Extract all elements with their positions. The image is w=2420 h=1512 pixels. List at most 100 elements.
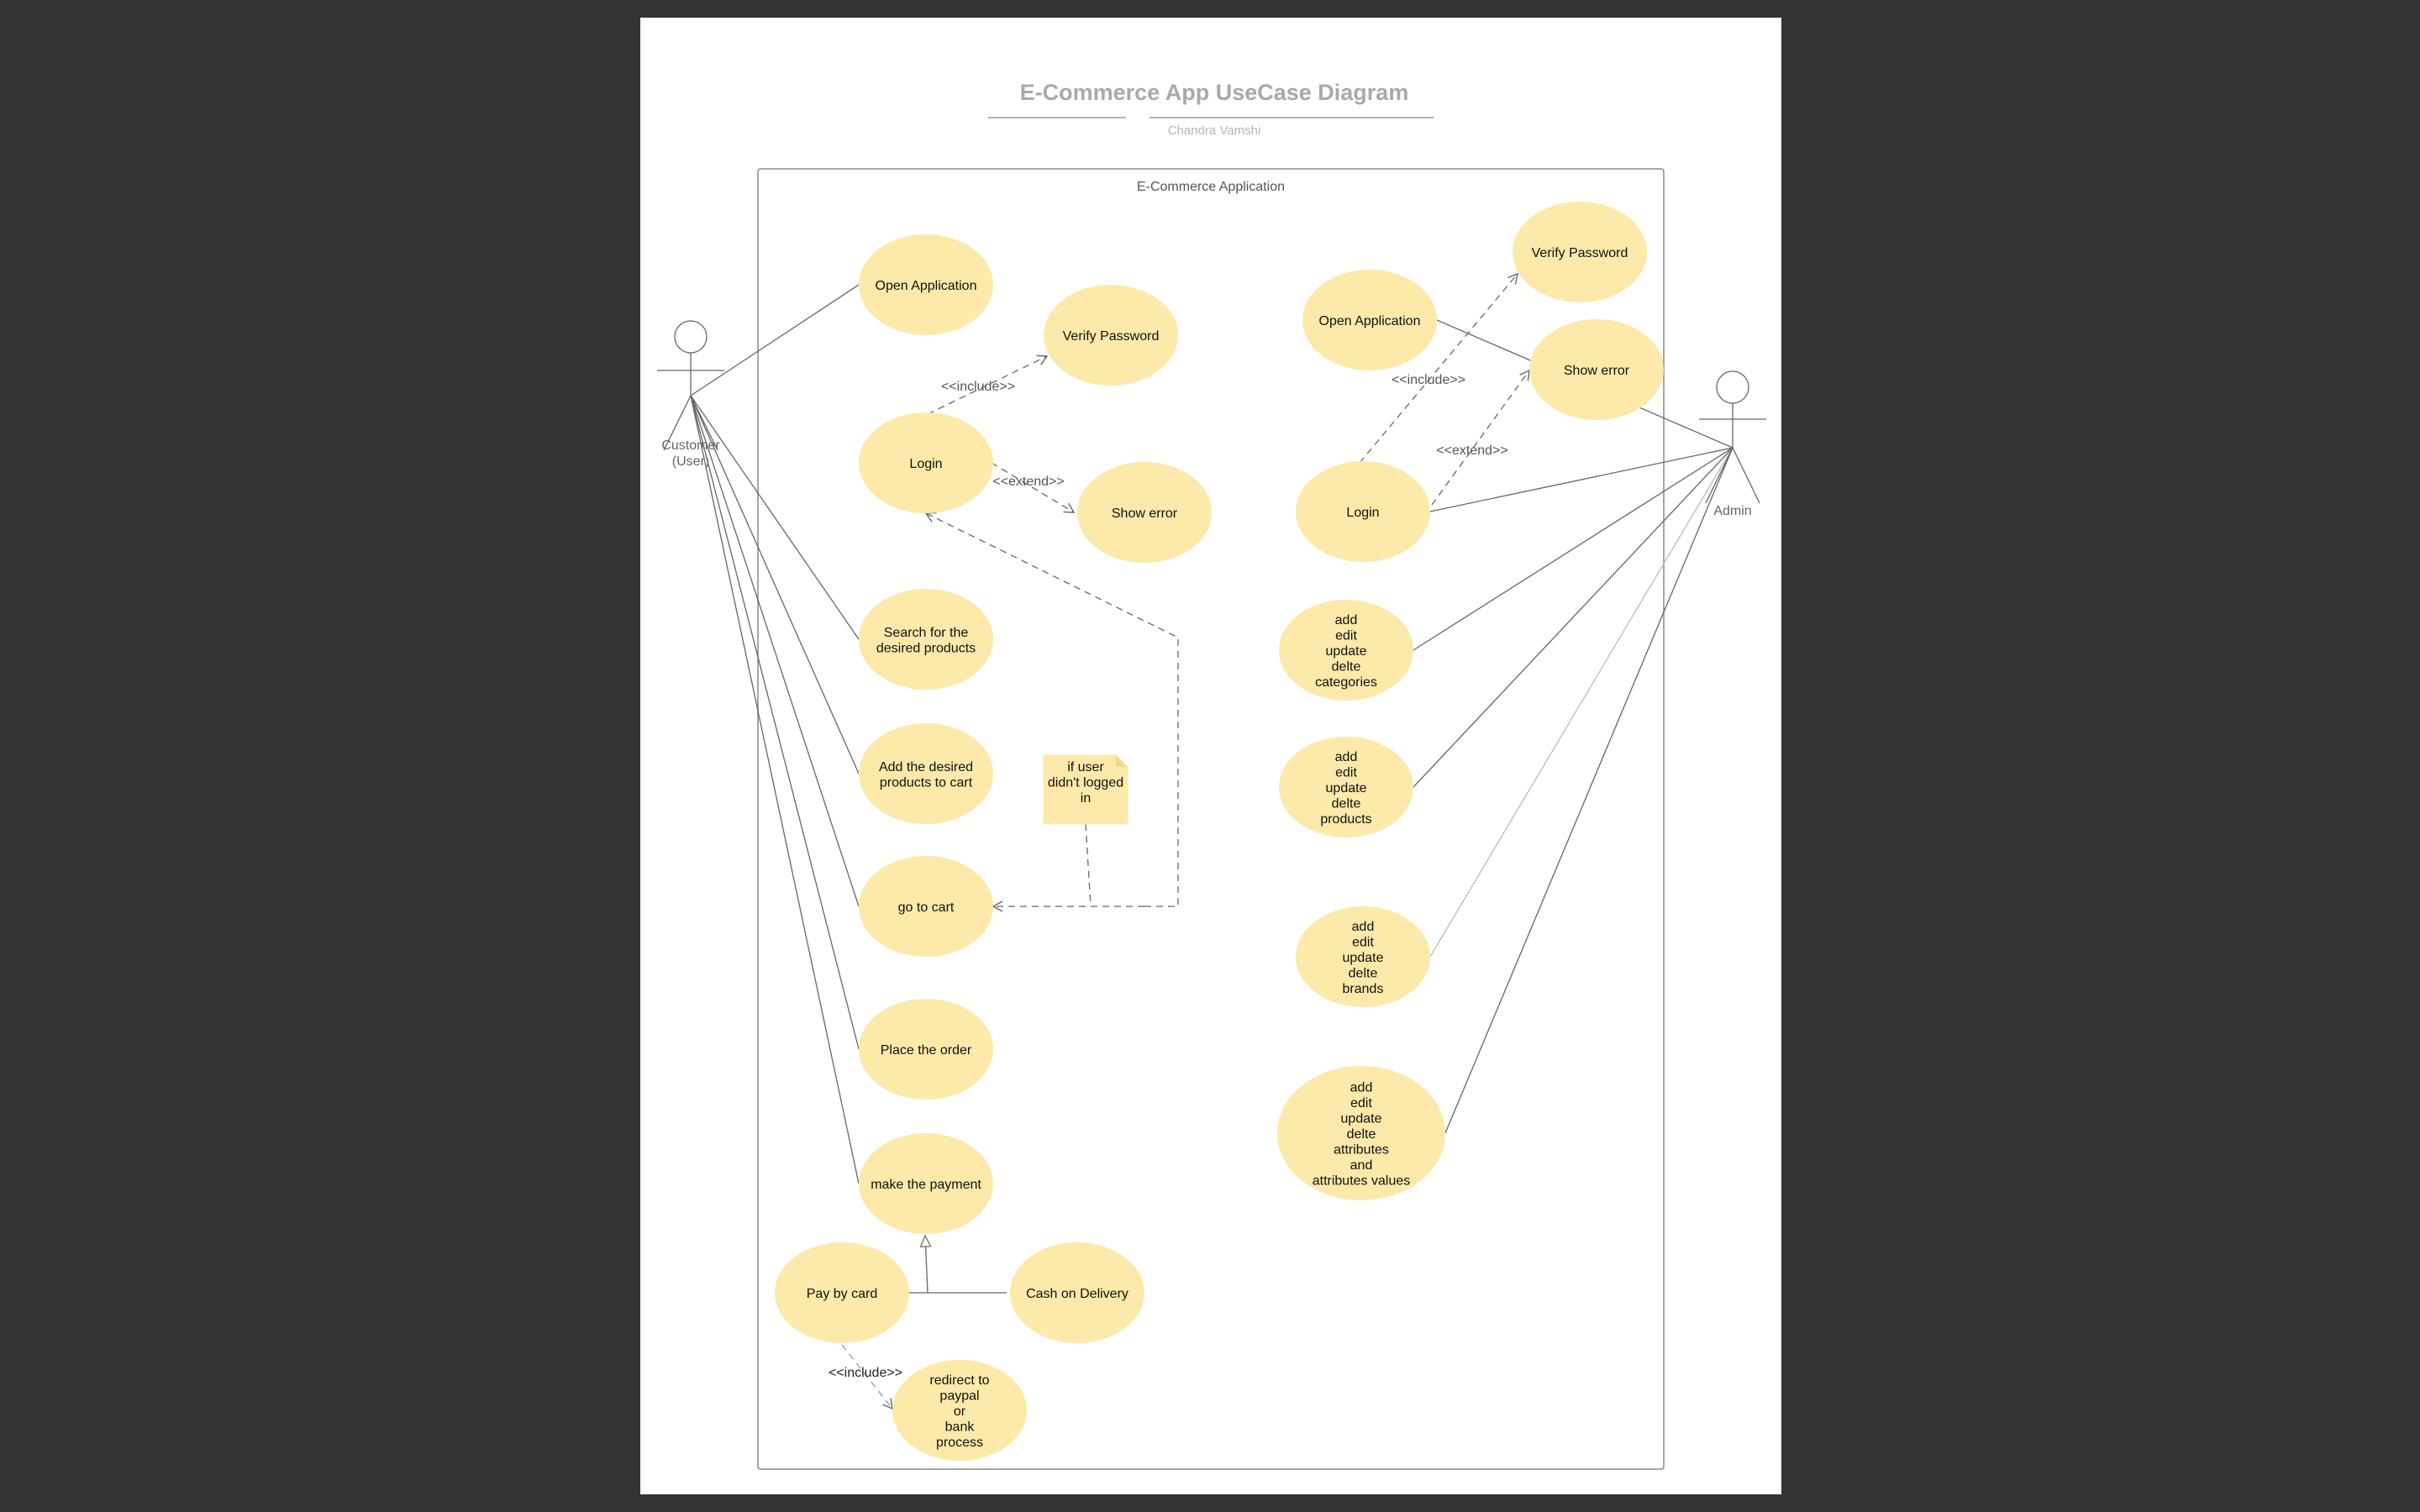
assoc-customer-search [690, 395, 860, 640]
usecase-label-line: products to cart [880, 775, 973, 790]
usecase-label-line: Show error [1112, 507, 1178, 521]
usecase-ellipse [859, 999, 993, 1100]
usecase-label-line: bank [945, 1420, 976, 1435]
usecase-c-card: Pay by card [775, 1242, 909, 1343]
assoc-customer-addcart [690, 395, 860, 774]
usecase-label-line: go to cart [898, 900, 955, 915]
usecase-label-line: make the payment [871, 1178, 981, 1192]
usecase-label-line: paypal [939, 1389, 979, 1404]
usecase-a-open: Open Application [1302, 270, 1437, 370]
usecase-label-line: Pay by card [807, 1287, 877, 1301]
label-include-admin: <<include>> [1392, 373, 1465, 387]
usecase-label-line: add [1350, 1081, 1373, 1095]
usecase-c-pay: make the payment [859, 1133, 993, 1234]
label-include-customer: <<include>> [941, 380, 1015, 394]
note-line: if user [1067, 760, 1104, 774]
assoc-admin-attributes [1444, 447, 1733, 1134]
usecase-label-line: categories [1315, 675, 1377, 690]
payment-generalization [908, 1234, 1007, 1294]
actor-head [674, 320, 708, 354]
usecase-label-line: delte [1332, 797, 1361, 811]
admin-associations [1413, 319, 1733, 1134]
usecase-label-line: delte [1332, 660, 1361, 675]
usecase-label-line: Add the desired [879, 760, 973, 774]
usecase-c-login: Login [859, 412, 993, 513]
extend-admin-login-error [1431, 369, 1530, 506]
usecase-c-open: Open Application [859, 234, 993, 335]
usecase-label-line: edit [1335, 766, 1357, 780]
usecase-label-line: or [954, 1404, 966, 1419]
usecase-c-verify: Verify Password [1044, 285, 1178, 386]
usecase-ellipse [859, 1133, 993, 1234]
usecase-ellipse [859, 589, 993, 690]
admin-actor-name: Admin [1713, 504, 1751, 518]
usecase-ellipse [1044, 285, 1178, 386]
usecase-label-line: update [1341, 1112, 1382, 1126]
usecase-a-attr: addeditupdatedelteattributesandattribute… [1277, 1066, 1445, 1200]
extend-login-error [991, 462, 1076, 513]
assoc-customer-order [690, 395, 860, 1050]
usecase-label-line: Login [909, 457, 942, 471]
actor-leg-right [1732, 447, 1760, 504]
gocart-to-login [924, 512, 1179, 907]
system-boundary [757, 168, 1665, 1470]
assoc-admin-categories [1413, 447, 1733, 651]
usecase-label-line: update [1326, 644, 1367, 659]
usecase-diagram: E-Commerce App UseCase Diagram Chandra V… [657, 80, 1766, 1470]
usecase-ellipse [1279, 600, 1413, 701]
usecase-label-line: brands [1343, 982, 1384, 996]
usecase-label-line: and [1350, 1158, 1373, 1173]
usecase-ellipse [859, 412, 993, 513]
assoc-admin-login [1429, 447, 1733, 512]
actor-leg-left [1705, 447, 1733, 504]
usecase-label-line: delte [1349, 967, 1378, 981]
usecase-label-line: products [1320, 812, 1371, 827]
usecase-c-order: Place the order [859, 999, 993, 1100]
usecase-label-line: Verify Password [1532, 246, 1628, 260]
usecase-label-line: Place the order [881, 1043, 972, 1058]
usecase-ellipse [1296, 461, 1430, 562]
usecase-ellipse [1529, 319, 1664, 420]
note-line: in [1081, 791, 1091, 806]
usecase-c-cod: Cash on Delivery [1010, 1242, 1144, 1343]
include-admin-login-verify [1359, 272, 1518, 464]
assoc-customer-open [690, 284, 860, 396]
usecase-a-login: Login [1296, 461, 1430, 562]
usecase-label-line: edit [1335, 629, 1357, 643]
assoc-admin-brands [1429, 447, 1733, 958]
usecase-ellipse [1279, 737, 1413, 837]
actor-leg-left [663, 395, 692, 451]
usecase-label-line: desired products [876, 641, 976, 655]
usecase-label-line: edit [1352, 936, 1374, 950]
usecase-c-gocart: go to cart [859, 856, 993, 957]
assoc-customer-pay [690, 395, 860, 1184]
usecase-label-line: redirect to [929, 1373, 989, 1388]
gen-trunk [919, 1234, 932, 1294]
label-extend-customer: <<extend>> [992, 475, 1064, 489]
include-card-redirect [841, 1344, 893, 1410]
note-anchor [1085, 823, 1092, 907]
actor-head [1716, 370, 1749, 404]
label-extend-admin: <<extend>> [1436, 444, 1507, 458]
usecase-a-verify: Verify Password [1512, 202, 1647, 302]
usecase-label-line: Search for the [884, 626, 969, 640]
admin-actor [1699, 370, 1766, 504]
diagram-page: E-Commerce App UseCase Diagram Chandra V… [640, 18, 1781, 1494]
diagram-title: E-Commerce App UseCase Diagram [1020, 80, 1409, 105]
usecase-label-line: update [1326, 781, 1367, 795]
diagram-subtitle: Chandra Vamshi [1168, 123, 1261, 138]
system-boundary-title: E-Commerce Application [1137, 180, 1285, 194]
usecase-ellipse [1277, 1066, 1445, 1200]
usecase-label-line: Open Application [876, 279, 977, 293]
usecase-label-line: delte [1347, 1127, 1376, 1142]
usecase-label-line: attributes values [1313, 1174, 1411, 1189]
usecase-ellipse [859, 723, 993, 824]
assoc-customer-gocart [690, 395, 860, 907]
